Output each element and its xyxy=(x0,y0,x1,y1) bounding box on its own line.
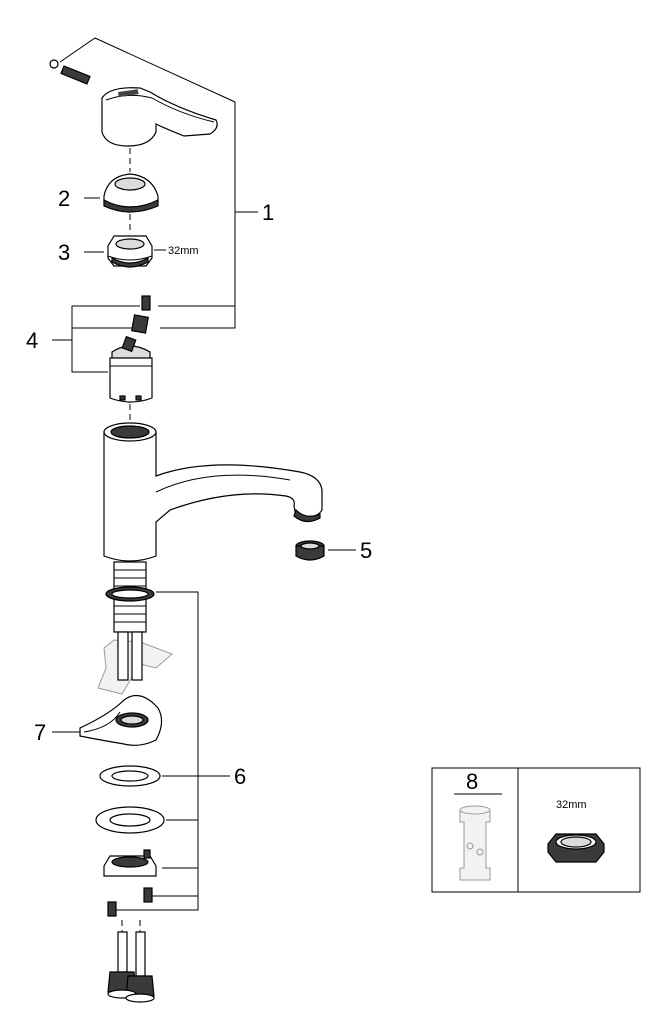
aerator xyxy=(295,540,325,561)
callout-6: 6 xyxy=(234,764,246,789)
extension-sleeve xyxy=(459,805,491,881)
mounting-bracket xyxy=(103,849,157,877)
callout-1: 1 xyxy=(262,200,274,225)
cartridge-screw xyxy=(131,295,151,334)
supply-hoses-lower xyxy=(107,920,155,1003)
callout-7: 7 xyxy=(34,720,46,745)
callout-2: 2 xyxy=(58,186,70,211)
inset-box xyxy=(431,767,641,893)
callout-5: 5 xyxy=(360,538,372,563)
washer-large xyxy=(95,806,165,834)
lever-handle xyxy=(101,87,218,147)
bracket-6 xyxy=(112,591,230,911)
hex-nut xyxy=(107,235,153,268)
handle-screw xyxy=(49,59,91,85)
cartridge xyxy=(109,335,153,403)
dimension-32mm: 32mm xyxy=(168,245,199,257)
bracket-1 xyxy=(59,37,258,329)
mounting-screws xyxy=(107,887,153,917)
inset-dimension-32mm: 32mm xyxy=(556,799,587,811)
bracket-4 xyxy=(52,305,140,373)
supply-hoses-upper xyxy=(117,631,143,681)
threaded-shank xyxy=(105,561,155,633)
callout-8: 8 xyxy=(466,769,478,794)
tap-body xyxy=(103,422,323,562)
cover-cap xyxy=(103,173,159,213)
washer-small xyxy=(99,765,161,787)
callout-3: 3 xyxy=(58,240,70,265)
callout-4: 4 xyxy=(26,328,38,353)
inset-nut xyxy=(547,833,605,863)
key-tool xyxy=(79,694,163,746)
